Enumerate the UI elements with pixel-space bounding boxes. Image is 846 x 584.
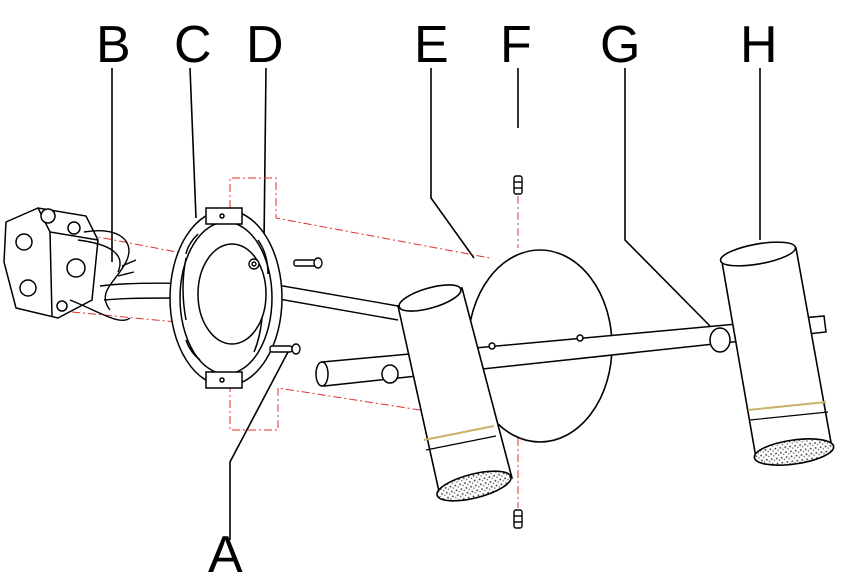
leader-a	[229, 351, 289, 540]
spotlight-right	[719, 241, 835, 466]
label-e: E	[414, 16, 449, 74]
screw-bottom	[513, 509, 523, 529]
leader-c	[189, 67, 197, 219]
label-g: G	[600, 16, 640, 74]
leader-e	[430, 68, 475, 259]
label-c: C	[174, 16, 212, 74]
label-f: F	[500, 16, 532, 74]
label-b: B	[96, 16, 131, 74]
mounting-bracket	[169, 207, 283, 389]
leader-d	[263, 67, 267, 245]
label-h: H	[740, 16, 778, 74]
junction-box	[3, 207, 99, 319]
leader-g	[624, 68, 711, 327]
spotlight-left	[397, 284, 513, 502]
screw-top	[513, 175, 523, 195]
label-d: D	[246, 16, 284, 74]
screws	[248, 175, 523, 529]
leader-lines	[111, 67, 761, 540]
screw-upper	[293, 259, 317, 267]
label-a: A	[208, 526, 243, 584]
screw-lower	[269, 345, 293, 353]
